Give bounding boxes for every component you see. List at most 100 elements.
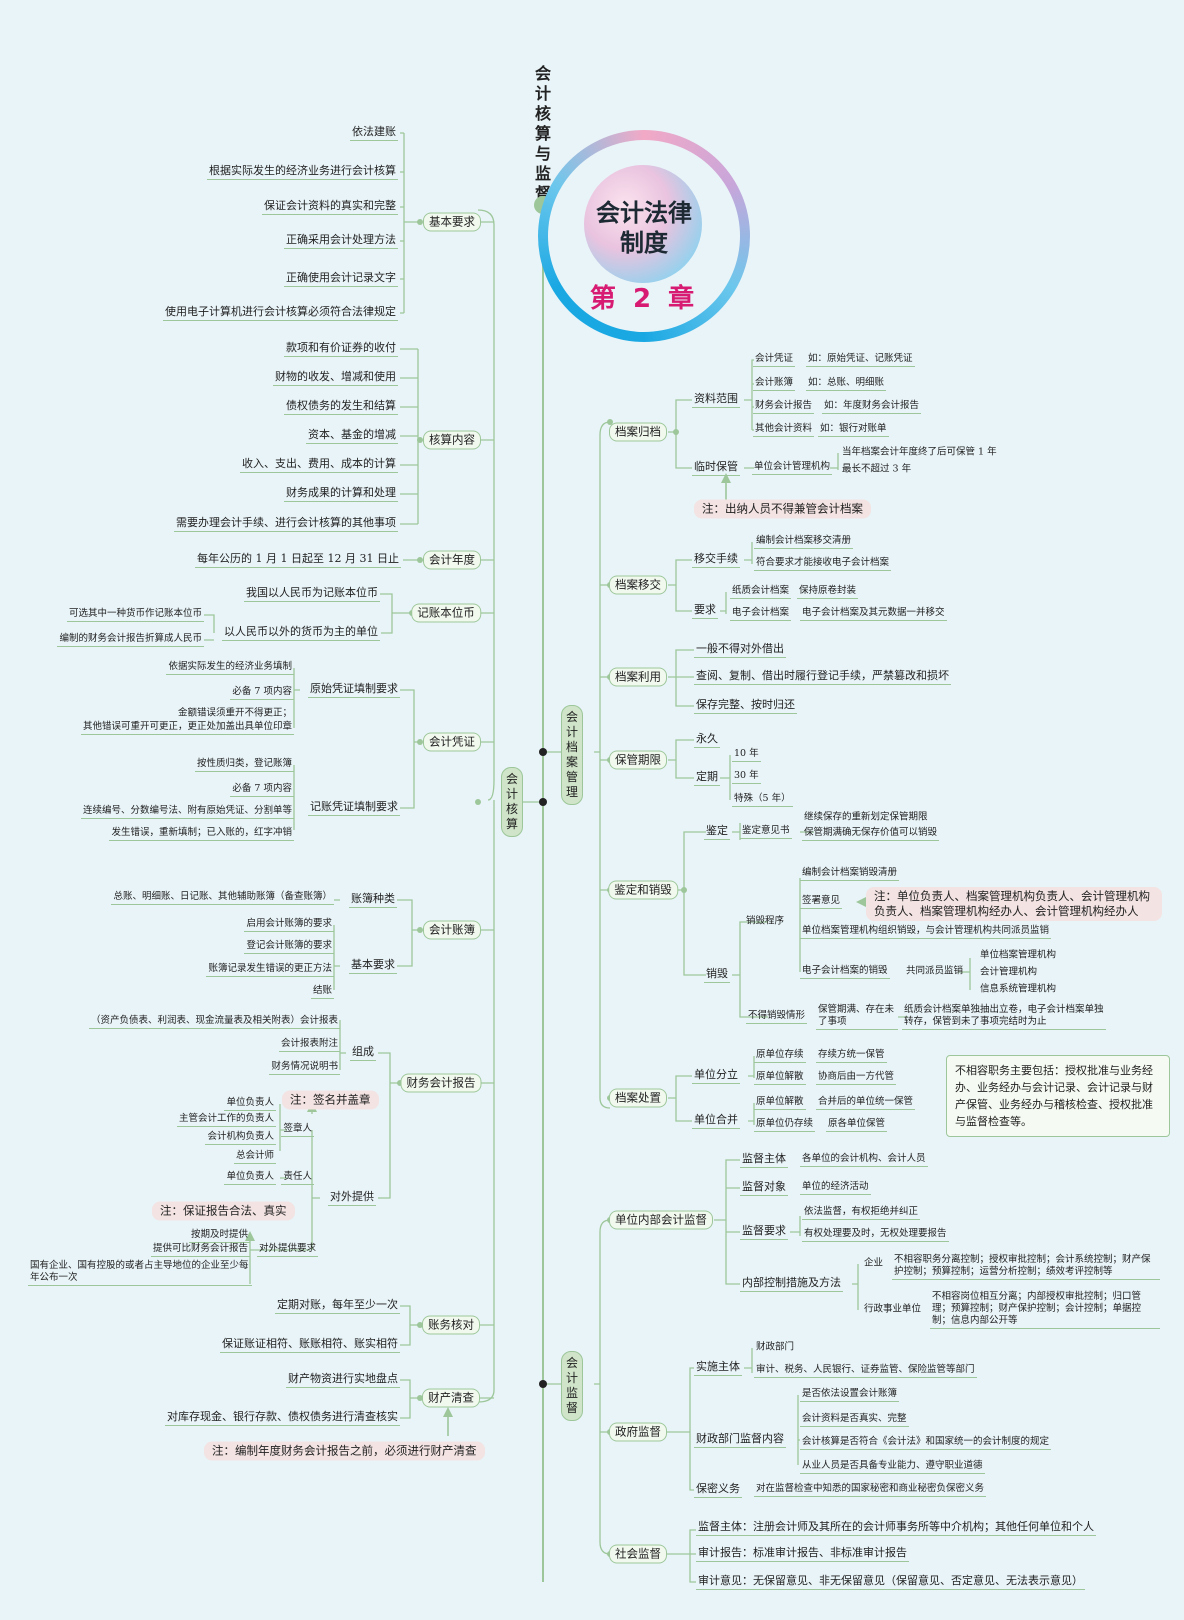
social-item: 监督主体：注册会计师及其所在的会计师事务所等中介机构；其他任何单位和个人 xyxy=(696,1520,1096,1536)
temporary-custody-unit: 单位会计管理机构 xyxy=(752,461,833,475)
archive-use-item: 查阅、复制、借出时履行登记手续，严禁篡改和损坏 xyxy=(694,669,951,685)
finance-supervision-label: 财政部门监督内容 xyxy=(694,1432,786,1448)
appraisal-item: 继续保存的重新划定保管期限 xyxy=(804,811,928,823)
currency-item: 以人民币以外的货币为主的单位 xyxy=(222,625,380,641)
joint-supervisor: 单位档案管理机构 xyxy=(980,949,1057,961)
internal-requirement: 有权处理要及时，无权处理要报告 xyxy=(802,1228,949,1242)
book-types: 总账、明细账、日记账、其他辅助账簿（备查账簿） xyxy=(111,891,334,905)
finance-supervision-item: 会计核算是否符合《会计法》和国家统一的会计制度的规定 xyxy=(800,1436,1052,1450)
currency-item: 我国以人民币为记账本位币 xyxy=(244,586,380,602)
reconcile-item: 保证账证相符、账账相符、账实相符 xyxy=(220,1337,400,1353)
note-cashier: 注：出纳人员不得兼管会计档案 xyxy=(694,499,871,519)
chapter-label: 第 2 章 xyxy=(589,284,699,314)
finance-supervision-item: 从业人员是否具备专业能力、遵守职业道德 xyxy=(800,1460,985,1474)
signatories-label: 签章人 xyxy=(281,1123,314,1137)
scope-type: 财务会计报告 xyxy=(753,400,815,414)
gov-subject: 审计、税务、人民银行、证券监管、保险监管等部门 xyxy=(754,1364,977,1378)
scope-example: 如：银行对账单 xyxy=(818,423,889,437)
node-account-reconciliation: 账务核对 xyxy=(422,1315,480,1335)
scope-type: 会计凭证 xyxy=(753,353,796,367)
responsible-label: 责任人 xyxy=(281,1171,314,1185)
confidentiality-label: 保密义务 xyxy=(694,1482,742,1498)
signatory: 单位负责人 xyxy=(224,1097,276,1111)
archive-use-item: 保存完整、按时归还 xyxy=(694,698,797,714)
content-item: 财务成果的计算和处理 xyxy=(284,486,398,502)
content-item: 债权债务的发生和结算 xyxy=(284,399,398,415)
public-institution-label: 行政事业单位 xyxy=(864,1303,922,1315)
node-archive-use: 档案利用 xyxy=(609,667,667,687)
incompatible-duties-note: 不相容职务主要包括：授权批准与业务经办、业务经办与会计记录、会计记录与财产保管、… xyxy=(946,1055,1170,1137)
node-archive-disposal: 档案处置 xyxy=(609,1088,667,1108)
unit-merge-case: 原单位解散 xyxy=(754,1096,806,1110)
original-voucher-requirements: 原始凭证填制要求 xyxy=(308,682,400,698)
enterprise-controls: 不相容职务分离控制；授权审批控制；会计系统控制；财产保护控制；预算控制；运营分析… xyxy=(892,1254,1160,1280)
node-archive-transfer: 档案移交 xyxy=(609,575,667,595)
original-voucher-item: 依据实际发生的经济业务填制 xyxy=(166,661,294,675)
retention-permanent: 永久 xyxy=(694,732,720,748)
basic-item: 正确采用会计处理方法 xyxy=(284,233,398,249)
node-appraisal-destruction: 鉴定和销毁 xyxy=(608,880,678,900)
internal-object: 单位的经济活动 xyxy=(800,1181,871,1195)
joint-supervisor: 会计管理机构 xyxy=(980,966,1038,978)
node-government-supervision: 政府监督 xyxy=(609,1422,667,1442)
book-types-label: 账簿种类 xyxy=(349,892,397,908)
unit-split-case: 原单位存续 xyxy=(754,1049,806,1063)
scope-example: 如：总账、明细账 xyxy=(806,377,887,391)
record-voucher-requirements: 记账凭证填制要求 xyxy=(308,800,400,816)
internal-subject-label: 监督主体 xyxy=(740,1152,788,1168)
internal-requirement-label: 监督要求 xyxy=(740,1224,788,1240)
scope-type: 会计账簿 xyxy=(753,377,796,391)
node-archive-filing: 档案归档 xyxy=(609,422,667,442)
transfer-requirement-type: 纸质会计档案 xyxy=(730,585,792,599)
finance-supervision-item: 会计资料是否真实、完整 xyxy=(800,1413,909,1427)
retention-fixed-label: 定期 xyxy=(694,770,720,786)
record-voucher-item: 必备 7 项内容 xyxy=(230,783,294,797)
unit-merge-result: 合并后的单位统一保管 xyxy=(816,1096,916,1110)
currency-detail: 编制的财务会计报告折算成人民币 xyxy=(57,633,204,647)
retention-fixed-term: 30 年 xyxy=(732,770,761,784)
content-item: 款项和有价证券的收付 xyxy=(284,341,398,357)
node-property-inventory: 财产清查 xyxy=(422,1388,480,1408)
node-retention-period: 保管期限 xyxy=(609,750,667,770)
scope-example: 如：年度财务会计报告 xyxy=(822,400,922,414)
unit-split-result: 协商后由一方代管 xyxy=(816,1071,897,1085)
report-component: 会计报表附注 xyxy=(278,1038,340,1052)
destruction-procedure-label: 销毁程序 xyxy=(746,915,785,927)
signatory: 主管会计工作的负责人 xyxy=(176,1113,276,1127)
social-item: 审计报告：标准审计报告、非标准审计报告 xyxy=(696,1546,909,1562)
unit-merge-result: 原各单位保管 xyxy=(826,1118,888,1132)
node-accounting-year: 会计年度 xyxy=(423,550,481,570)
report-component: 财务情况说明书 xyxy=(269,1061,340,1075)
retention-fixed-term: 特殊（5 年） xyxy=(732,793,793,807)
accounting-year-text: 每年公历的 1 月 1 日起至 12 月 31 日止 xyxy=(195,552,401,568)
node-account-books: 会计账簿 xyxy=(423,920,481,940)
scope-type: 其他会计资料 xyxy=(753,423,815,437)
destruction-label: 销毁 xyxy=(704,967,730,983)
archive-use-item: 一般不得对外借出 xyxy=(694,642,786,658)
basic-item: 依法建账 xyxy=(350,125,398,141)
transfer-requirement-detail: 电子会计档案及其元数据一并移交 xyxy=(800,607,947,621)
enterprise-label: 企业 xyxy=(864,1257,884,1269)
record-voucher-item: 按性质归类，登记账簿 xyxy=(194,758,294,772)
node-accounting-content: 核算内容 xyxy=(423,430,481,450)
destruction-step: 单位档案管理机构组织销毁，与会计管理机构共同派员监销 xyxy=(800,925,1052,939)
chapter-badge: 会计法律制度 第 2 章 xyxy=(538,130,750,342)
basic-item: 使用电子计算机进行会计核算必须符合法律规定 xyxy=(163,305,398,321)
basic-item: 保证会计资料的真实和完整 xyxy=(262,199,398,215)
record-voucher-item: 连续编号、分数编号法、附有原始凭证、分割单等 xyxy=(80,805,294,819)
finance-supervision-item: 是否依法设置会计账簿 xyxy=(800,1388,900,1402)
unit-split-label: 单位分立 xyxy=(692,1068,740,1084)
record-voucher-item: 发生错误，重新填制；已入账的，红字冲销 xyxy=(109,827,294,841)
transfer-requirement-type: 电子会计档案 xyxy=(730,607,792,621)
branch-archive-management: 会计档案管理 xyxy=(561,705,583,805)
unit-merge-label: 单位合并 xyxy=(692,1113,740,1129)
temporary-custody-item: 最长不超过 3 年 xyxy=(842,463,912,475)
signatory: 总会计师 xyxy=(233,1150,276,1164)
badge-title: 会计法律制度 xyxy=(596,199,692,257)
node-social-supervision: 社会监督 xyxy=(609,1544,667,1564)
node-bookkeeping-currency: 记账本位币 xyxy=(411,603,481,623)
supply-requirement: 国有企业、国有控股的或者占主导地位的企业至少每年公布一次 xyxy=(28,1260,252,1286)
appraisal-opinion: 鉴定意见书 xyxy=(740,825,792,839)
internal-object-label: 监督对象 xyxy=(740,1180,788,1196)
